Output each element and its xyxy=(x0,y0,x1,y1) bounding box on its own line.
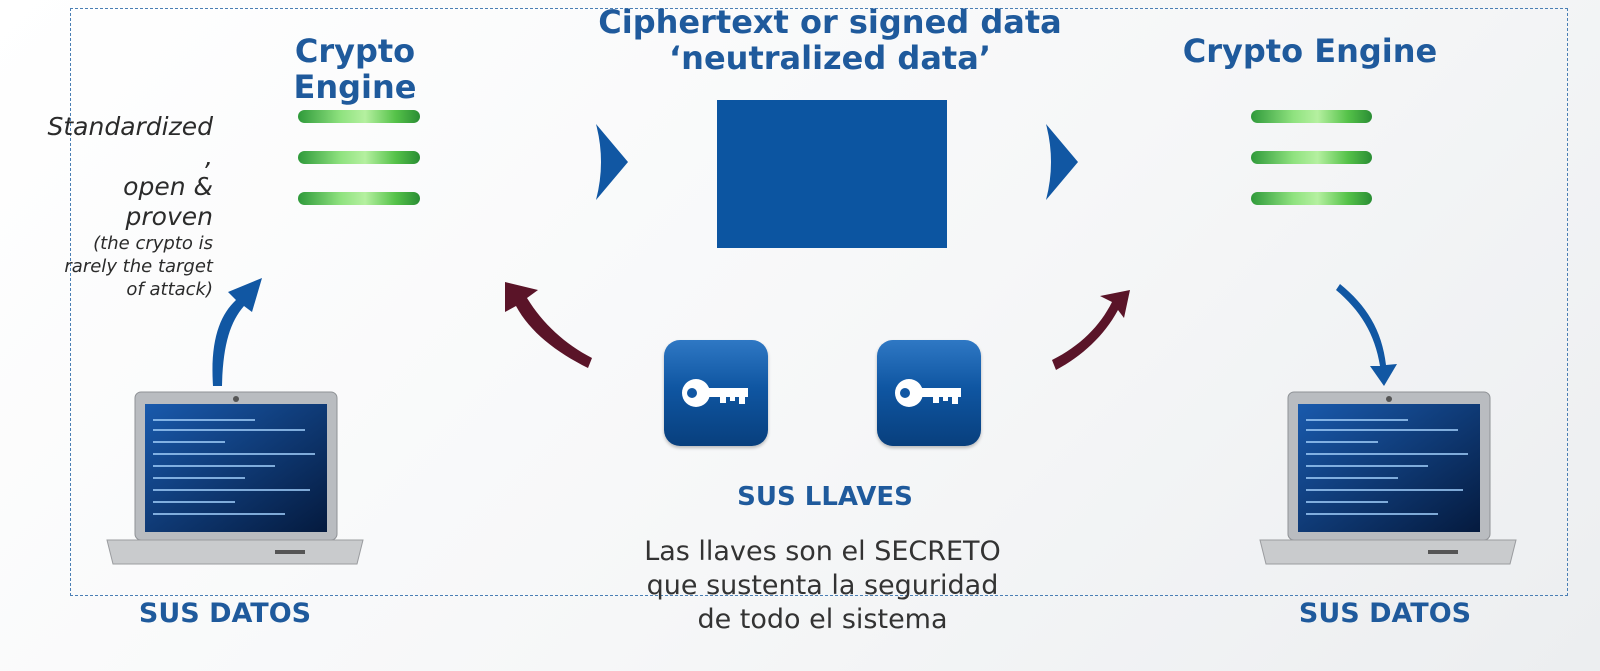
keys-description-line: que sustenta la seguridad xyxy=(646,570,999,601)
engine-bar xyxy=(298,192,420,205)
keys-description-line: Las llaves son el SECRETO xyxy=(644,536,1001,567)
left-crypto-engine xyxy=(298,110,420,205)
diagram-frame xyxy=(70,8,1568,596)
keys-label: SUS LLAVES xyxy=(737,482,913,512)
engine-bar xyxy=(298,151,420,164)
left-laptop-icon xyxy=(106,391,364,565)
key-tile xyxy=(877,340,981,446)
side-note-line: Standardized xyxy=(47,112,214,141)
engine-bar xyxy=(1251,110,1372,123)
engine-bar xyxy=(298,110,420,123)
cipher-title: Ciphertext or signed data ‘neutralized d… xyxy=(580,4,1080,76)
right-engine-title: Crypto Engine xyxy=(1182,32,1438,70)
side-note: Standardized , open & proven (the crypto… xyxy=(10,112,214,301)
right-crypto-engine xyxy=(1251,110,1372,205)
side-note-line: open & xyxy=(123,172,213,201)
engine-bar xyxy=(1251,151,1372,164)
right-data-label: SUS DATOS xyxy=(1298,598,1472,629)
cipher-title-line1: Ciphertext or signed data xyxy=(598,3,1062,41)
chevron-right-icon xyxy=(596,124,628,200)
side-note-small: rarely the target xyxy=(64,256,213,277)
side-note-line: proven xyxy=(125,202,213,231)
chevron-right-icon xyxy=(1046,124,1078,200)
left-engine-title: Crypto Engine xyxy=(293,32,417,106)
keys-description-line: de todo el sistema xyxy=(697,604,948,635)
left-data-label: SUS DATOS xyxy=(138,598,312,629)
right-laptop-icon xyxy=(1259,391,1517,565)
engine-bar xyxy=(1251,192,1372,205)
key-tile xyxy=(664,340,768,446)
side-note-small: of attack) xyxy=(126,279,213,300)
side-note-small: (the crypto is xyxy=(93,233,213,254)
cipher-title-line2: ‘neutralized data’ xyxy=(669,39,991,77)
keys-description: Las llaves son el SECRETO que sustenta l… xyxy=(560,535,1085,637)
ciphertext-block xyxy=(717,100,947,248)
key-icon xyxy=(682,379,748,407)
side-note-line: , xyxy=(205,142,213,171)
key-icon xyxy=(895,379,961,407)
